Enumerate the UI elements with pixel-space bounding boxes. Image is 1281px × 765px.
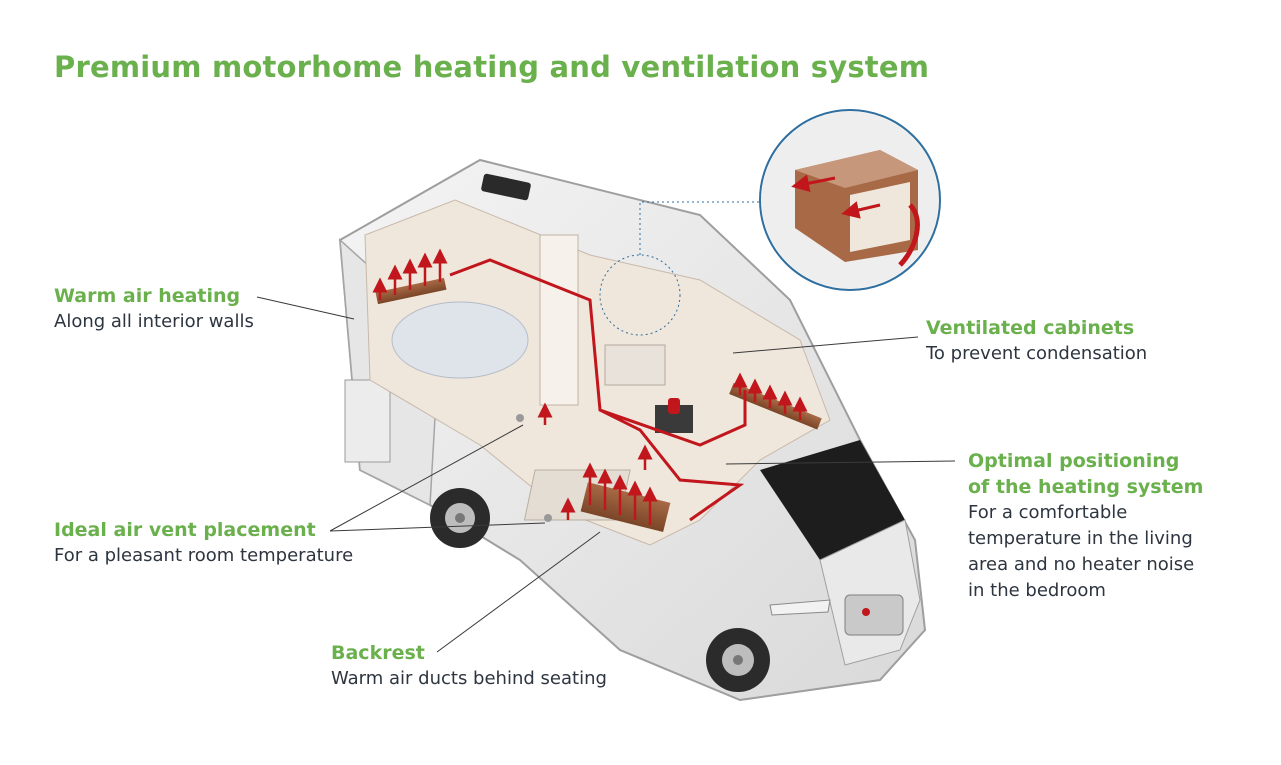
- label-heading: Ideal air vent placement: [54, 519, 316, 541]
- magnifier-detail-circle: [759, 109, 941, 291]
- label-heading: of the heating system: [968, 476, 1204, 498]
- front-grille: [844, 594, 904, 636]
- label-description: in the bedroom: [968, 580, 1106, 601]
- label-warm-air-heating: Warm air heating Along all interior wall…: [54, 283, 254, 335]
- label-ventilated-cabinets: Ventilated cabinets To prevent condensat…: [926, 315, 1147, 367]
- headlight: [769, 599, 831, 616]
- warm-air-duct-icon: [729, 382, 822, 430]
- label-description: For a comfortable: [968, 502, 1128, 523]
- rear-wheel: [430, 488, 490, 548]
- front-wheel: [706, 628, 770, 692]
- leader-lines: [256, 296, 956, 653]
- label-description: Warm air ducts behind seating: [331, 668, 607, 689]
- label-heading: Backrest: [331, 642, 425, 664]
- label-heading: Warm air heating: [54, 285, 241, 307]
- red-airflow-arrow: [372, 248, 808, 525]
- heating-duct: [449, 258, 747, 522]
- rooftop-vent-icon: [481, 173, 531, 201]
- interior-cutaway: [364, 199, 831, 546]
- warm-air-duct-icon: [580, 482, 671, 532]
- bed: [391, 301, 529, 379]
- label-description: Along all interior walls: [54, 311, 254, 332]
- warm-air-duct-icon: [375, 277, 447, 305]
- label-heading: Optimal positioning: [968, 450, 1180, 472]
- label-description: temperature in the living: [968, 528, 1193, 549]
- kitchen-counter: [604, 344, 666, 386]
- label-backrest: Backrest Warm air ducts behind seating: [331, 640, 607, 692]
- detail-source-circle: [599, 254, 681, 336]
- label-description: area and no heater noise: [968, 554, 1195, 575]
- windshield: [760, 440, 905, 560]
- page-title: Premium motorhome heating and ventilatio…: [54, 50, 930, 84]
- label-air-vent-placement: Ideal air vent placement For a pleasant …: [54, 517, 353, 569]
- label-description: To prevent condensation: [926, 343, 1148, 364]
- label-heading: Ventilated cabinets: [926, 317, 1135, 339]
- air-vent-icon: [516, 414, 524, 422]
- air-vent-icon: [544, 514, 552, 522]
- label-description: For a pleasant room temperature: [54, 545, 354, 566]
- side-locker-door: [344, 379, 391, 463]
- label-heating-system-position: Optimal positioning of the heating syste…: [968, 448, 1203, 604]
- wardrobe: [539, 234, 579, 406]
